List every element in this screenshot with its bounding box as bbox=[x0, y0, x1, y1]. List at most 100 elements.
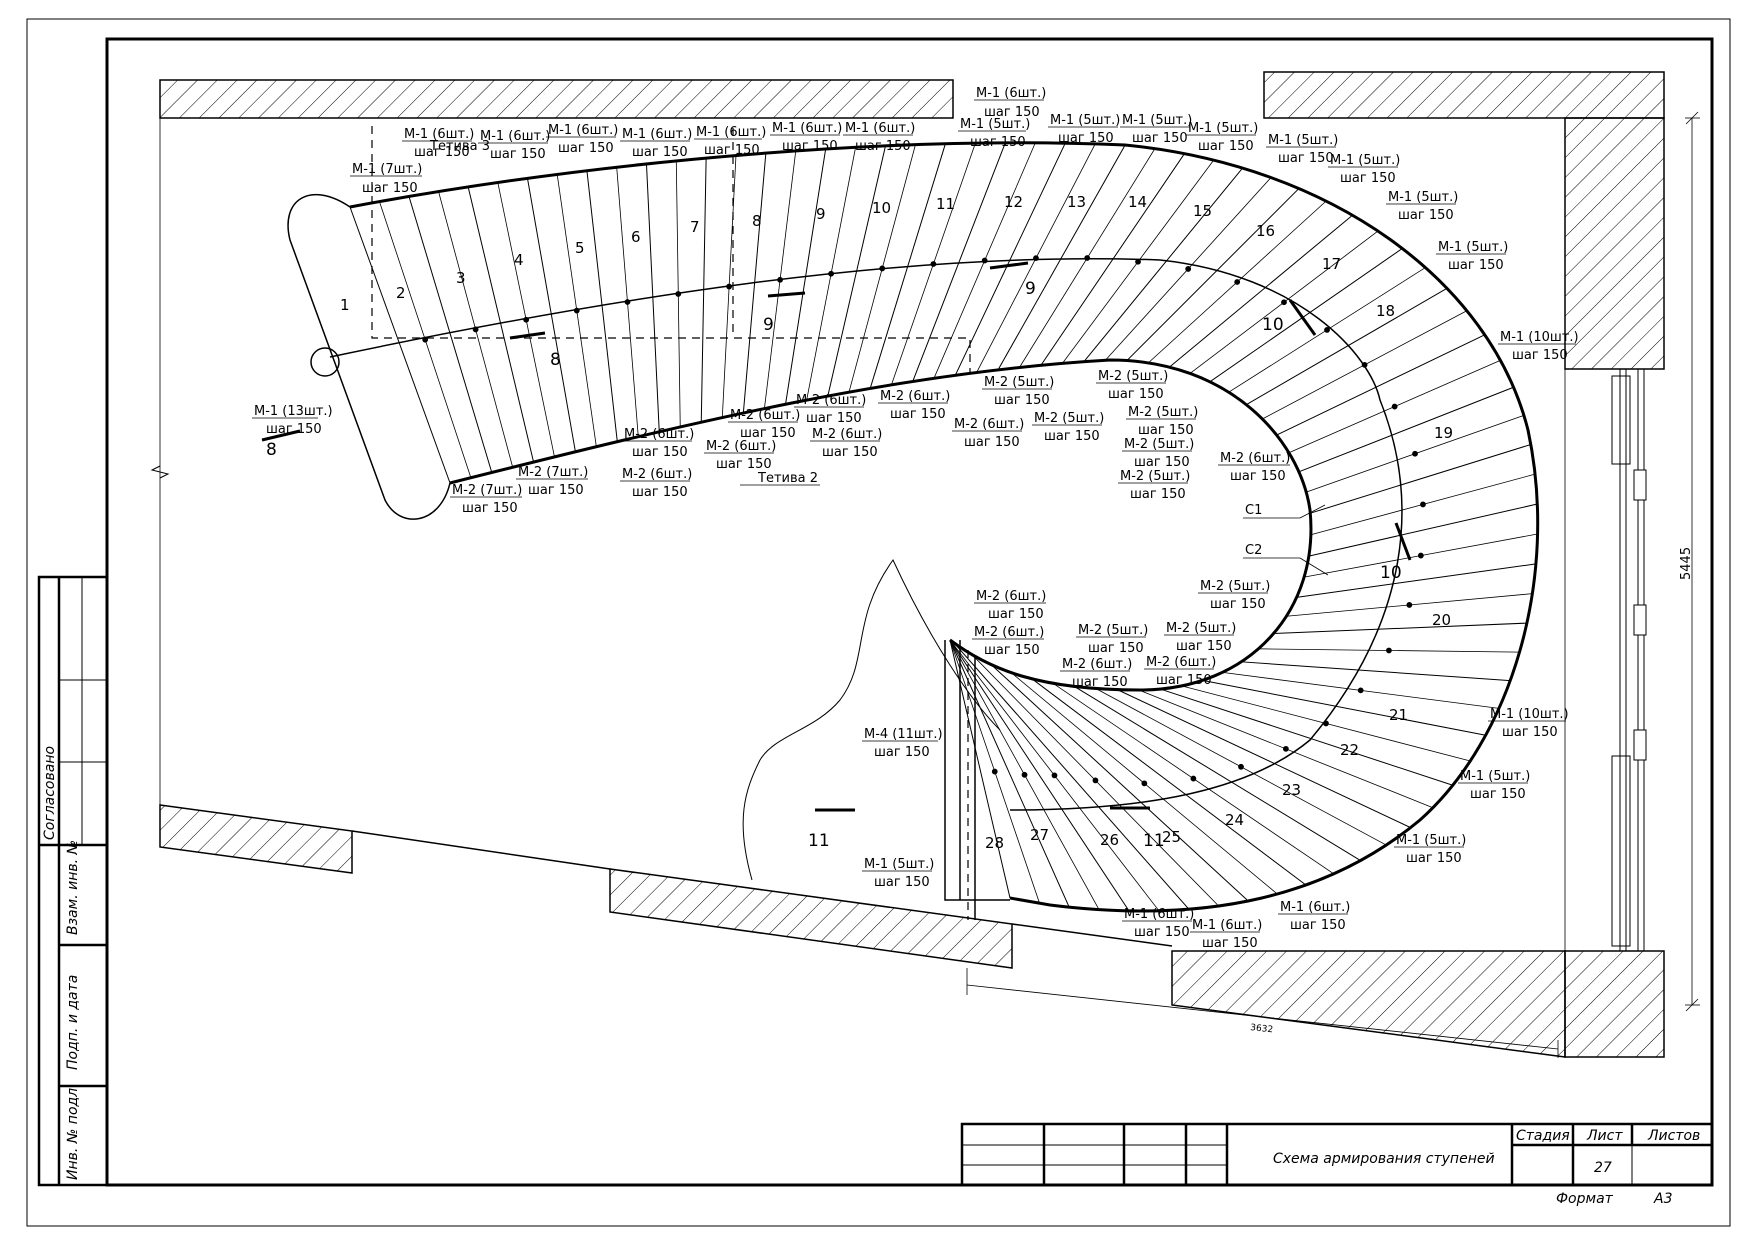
tread-line bbox=[1074, 686, 1361, 861]
svg-text:М-1 (6шт.): М-1 (6шт.) bbox=[404, 127, 474, 142]
callout: М-1 (6шт.)шаг 150 bbox=[402, 127, 474, 160]
callout: М-2 (6шт.)шаг 150 bbox=[728, 408, 800, 441]
svg-text:М-1 (10шт.): М-1 (10шт.) bbox=[1500, 330, 1579, 345]
rebar-lines bbox=[379, 142, 1538, 912]
callout: М-1 (6шт.)шаг 150 bbox=[770, 121, 842, 154]
rebar-point bbox=[991, 768, 998, 775]
callout: М-1 (5шт.)шаг 150 bbox=[1386, 190, 1458, 223]
floor-edge bbox=[351, 830, 611, 870]
middle-stringer bbox=[329, 258, 1403, 811]
callout: М-1 (5шт.)шаг 150 bbox=[1048, 113, 1120, 146]
svg-text:шаг 150: шаг 150 bbox=[1198, 139, 1254, 154]
tread-line bbox=[990, 664, 1249, 902]
tread-line bbox=[1169, 214, 1353, 368]
callout: М-1 (6шт.)шаг 150 bbox=[974, 86, 1046, 120]
svg-text:М-2 (5шт.): М-2 (5шт.) bbox=[1098, 369, 1168, 384]
section-label: 10 bbox=[1380, 563, 1402, 583]
step-label: 5 bbox=[575, 239, 585, 257]
stage-header: Стадия bbox=[1516, 1128, 1570, 1144]
svg-text:шаг 150: шаг 150 bbox=[855, 139, 911, 154]
tread-line bbox=[949, 639, 1130, 912]
callout: М-1 (5шт.)шаг 150 bbox=[1458, 769, 1530, 802]
rebar-point bbox=[1357, 687, 1364, 694]
svg-text:шаг 150: шаг 150 bbox=[1044, 429, 1100, 444]
step-label: 23 bbox=[1282, 781, 1301, 799]
section-marks bbox=[261, 261, 1412, 812]
step-label: 24 bbox=[1225, 811, 1244, 829]
svg-text:М-1 (5шт.): М-1 (5шт.) bbox=[1122, 113, 1192, 128]
svg-text:М-2 (6шт.): М-2 (6шт.) bbox=[622, 467, 692, 482]
tread-line bbox=[408, 196, 493, 473]
svg-text:М-2 (6шт.): М-2 (6шт.) bbox=[976, 589, 1046, 604]
svg-text:шаг 150: шаг 150 bbox=[490, 147, 546, 162]
sheets-header: Листов bbox=[1647, 1128, 1700, 1144]
callout: М-2 (6шт.)шаг 150 bbox=[1218, 451, 1290, 484]
svg-text:шаг 150: шаг 150 bbox=[874, 745, 930, 760]
svg-text:шаг 150: шаг 150 bbox=[1134, 925, 1190, 940]
callout: М-2 (5шт.)шаг 150 bbox=[1076, 623, 1148, 656]
svg-text:М-2 (6шт.): М-2 (6шт.) bbox=[1146, 655, 1216, 670]
rebar-point bbox=[1417, 552, 1424, 559]
wall-bottom-mid bbox=[609, 868, 1013, 969]
marker-stringer-3: Тетива 3 bbox=[429, 139, 490, 154]
rebar-point bbox=[1185, 266, 1192, 272]
section-label: 11 bbox=[808, 831, 830, 851]
tread-line bbox=[949, 639, 1011, 899]
rebar-point bbox=[1361, 361, 1368, 368]
svg-text:шаг 150: шаг 150 bbox=[984, 105, 1040, 120]
section-label: 9 bbox=[763, 315, 774, 335]
markers: C1 C2 Тетива 2 Тетива 3 bbox=[429, 139, 1329, 576]
callout: М-1 (6шт.)шаг 150 bbox=[1122, 907, 1194, 940]
rebar-point bbox=[930, 261, 937, 267]
step-label: 28 bbox=[985, 834, 1004, 852]
step-label: 20 bbox=[1432, 611, 1451, 629]
svg-text:М-1 (5шт.): М-1 (5шт.) bbox=[1438, 240, 1508, 255]
callout: М-4 (11шт.)шаг 150 bbox=[862, 727, 943, 760]
start-post bbox=[310, 347, 340, 377]
svg-text:шаг 150: шаг 150 bbox=[1210, 597, 1266, 612]
callout: М-2 (6шт.)шаг 150 bbox=[620, 467, 692, 500]
svg-text:шаг 150: шаг 150 bbox=[1340, 171, 1396, 186]
step-label: 14 bbox=[1128, 193, 1147, 211]
step-label: 9 bbox=[816, 205, 826, 223]
step-label: 16 bbox=[1256, 222, 1275, 240]
format-value: А3 bbox=[1653, 1191, 1672, 1207]
svg-text:М-1 (6шт.): М-1 (6шт.) bbox=[696, 125, 766, 140]
tread-line bbox=[1296, 563, 1536, 598]
tread-line bbox=[1273, 622, 1527, 635]
callout: М-2 (6шт.)шаг 150 bbox=[952, 417, 1024, 450]
svg-text:М-2 (6шт.): М-2 (6шт.) bbox=[1220, 451, 1290, 466]
svg-text:М-1 (10шт.): М-1 (10шт.) bbox=[1490, 707, 1569, 722]
svg-text:М-1 (5шт.): М-1 (5шт.) bbox=[1268, 133, 1338, 148]
rebar-point bbox=[1051, 772, 1058, 779]
svg-text:шаг 150: шаг 150 bbox=[1406, 851, 1462, 866]
svg-text:шаг 150: шаг 150 bbox=[994, 393, 1050, 408]
svg-text:шаг 150: шаг 150 bbox=[632, 145, 688, 160]
svg-text:шаг 150: шаг 150 bbox=[1088, 641, 1144, 656]
step-label: 26 bbox=[1100, 831, 1119, 849]
callouts: М-1 (13шт.)шаг 150 М-1 (7шт.)шаг 150 М-1… bbox=[252, 86, 1579, 951]
svg-text:шаг 150: шаг 150 bbox=[1132, 131, 1188, 146]
tread-line bbox=[785, 148, 827, 405]
tread-line bbox=[700, 158, 707, 423]
tread-line bbox=[869, 143, 946, 389]
marker-stringer-2: Тетива 2 bbox=[757, 471, 818, 486]
callout: М-2 (6шт.)шаг 150 bbox=[622, 427, 694, 460]
rebar-point bbox=[573, 307, 580, 314]
svg-text:М-1 (5шт.): М-1 (5шт.) bbox=[960, 117, 1030, 132]
svg-text:шаг 150: шаг 150 bbox=[1130, 487, 1186, 502]
svg-text:шаг 150: шаг 150 bbox=[740, 426, 796, 441]
rebar-point bbox=[1282, 745, 1289, 752]
svg-text:М-2 (6шт.): М-2 (6шт.) bbox=[954, 417, 1024, 432]
marker-c1: C1 bbox=[1245, 503, 1262, 518]
tread-line bbox=[1209, 248, 1403, 383]
svg-text:шаг 150: шаг 150 bbox=[528, 483, 584, 498]
svg-text:шаг 150: шаг 150 bbox=[462, 501, 518, 516]
outer-frame bbox=[26, 18, 1731, 1227]
tread-line bbox=[1031, 678, 1307, 886]
callout: М-1 (7шт.)шаг 150 bbox=[350, 162, 422, 196]
svg-text:М-1 (5шт.): М-1 (5шт.) bbox=[1396, 833, 1466, 848]
step-label: 27 bbox=[1030, 826, 1049, 844]
marker-c2: C2 bbox=[1245, 543, 1262, 558]
callout: М-1 (5шт.)шаг 150 bbox=[1328, 153, 1400, 186]
